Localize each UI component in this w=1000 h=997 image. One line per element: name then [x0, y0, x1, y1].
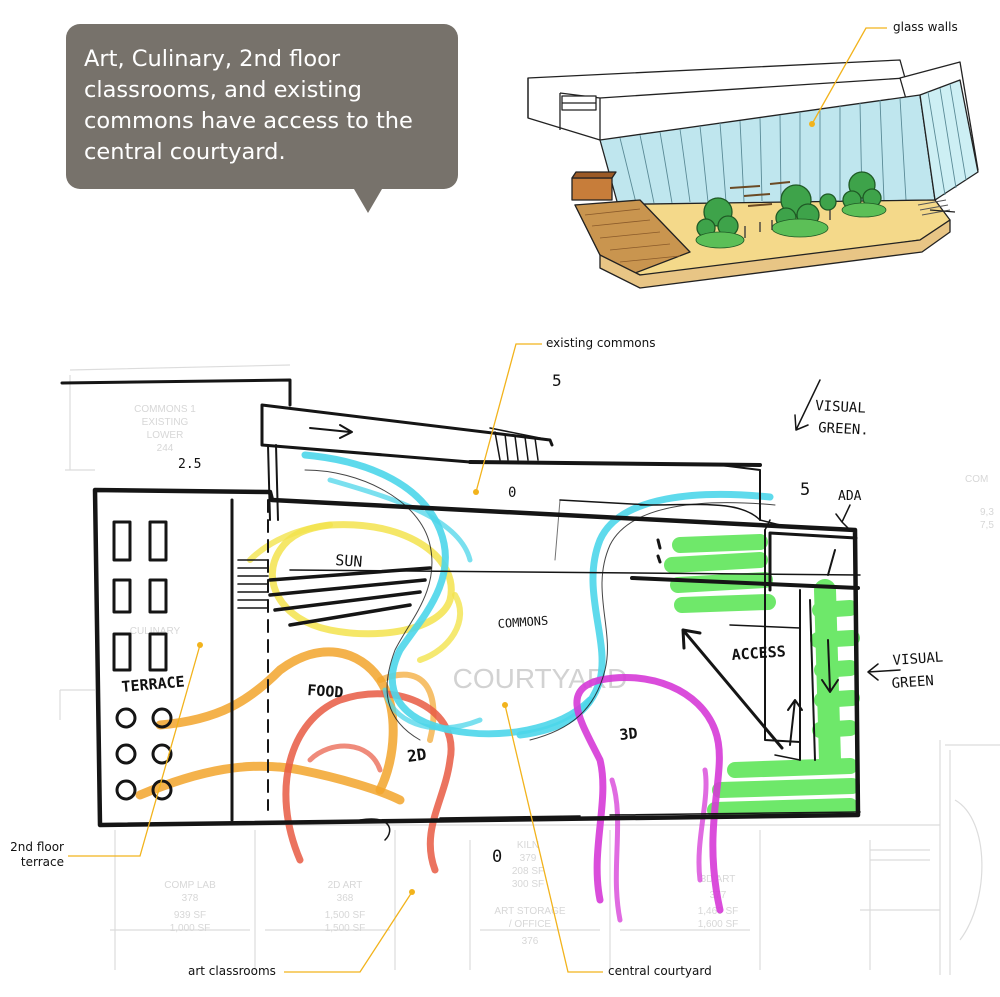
svg-text:244: 244: [157, 443, 174, 454]
svg-text:/ OFFICE: / OFFICE: [509, 919, 552, 930]
svg-text:EXISTING: EXISTING: [142, 417, 189, 428]
handwritten-labels: SUN TERRACE FOOD COMMONS ACCESS 2D 3D VI…: [121, 371, 944, 867]
trees: [696, 171, 882, 238]
svg-text:ART STORAGE: ART STORAGE: [494, 906, 565, 917]
callout-existing-commons: existing commons: [546, 336, 656, 350]
callout-line-glass-walls: [811, 27, 887, 125]
3d-art-loop: [573, 673, 724, 914]
commons-flow-left: [301, 451, 594, 738]
label-commons: COMMONS: [497, 613, 548, 630]
caption-bubble-tail: [354, 189, 382, 213]
callout-lines: [68, 27, 887, 973]
svg-text:2D ART: 2D ART: [328, 880, 363, 891]
courtyard-perspective-sketch: [527, 59, 979, 289]
callout-art-classrooms: art classrooms: [188, 964, 276, 978]
svg-text:7,5: 7,5: [980, 520, 994, 531]
svg-text:CULINARY: CULINARY: [130, 626, 181, 637]
svg-text:9,3: 9,3: [980, 507, 994, 518]
glass-wall-back: [599, 94, 936, 206]
svg-text:0: 0: [492, 847, 502, 867]
svg-text:GREEN.: GREEN.: [818, 420, 869, 439]
terrace-flow-lower: [135, 761, 405, 805]
green-marker-area: [664, 534, 860, 818]
terrace-flow-upper: [155, 647, 398, 795]
svg-text:1,000 SF: 1,000 SF: [170, 923, 211, 934]
label-access: ACCESS: [731, 642, 786, 664]
svg-text:LOWER: LOWER: [147, 430, 184, 441]
marker-loops: [135, 451, 774, 923]
svg-text:5: 5: [552, 371, 562, 390]
sun-zone-loop: [268, 521, 455, 638]
svg-text:939 SF: 939 SF: [174, 910, 206, 921]
svg-text:379: 379: [520, 853, 537, 864]
callout-line-courtyard: [504, 704, 603, 973]
svg-text:KILN: KILN: [517, 840, 539, 851]
svg-text:378: 378: [182, 893, 199, 904]
caption-text: Art, Culinary, 2nd floor classrooms, and…: [84, 46, 413, 165]
svg-text:208 SF: 208 SF: [512, 866, 544, 877]
label-food: FOOD: [307, 681, 344, 701]
ink-building-outline: [60, 378, 901, 841]
svg-text:VISUAL: VISUAL: [892, 650, 944, 669]
svg-text:COMP LAB: COMP LAB: [164, 880, 216, 891]
svg-text:368: 368: [337, 893, 354, 904]
label-sun: SUN: [335, 551, 363, 571]
label-3d: 3D: [619, 724, 639, 744]
2d-art-loop: [282, 690, 455, 874]
callout-dots: [197, 121, 815, 895]
label-2d: 2D: [406, 744, 428, 765]
svg-text:1,500 SF: 1,500 SF: [325, 910, 366, 921]
svg-text:1,500 SF: 1,500 SF: [325, 923, 366, 934]
svg-text:1,600 SF: 1,600 SF: [698, 919, 739, 930]
faint-floor-plan: [59, 364, 1000, 975]
svg-text:VISUAL: VISUAL: [815, 398, 866, 417]
callout-2nd-floor-terrace: 2nd floor terrace: [10, 840, 64, 869]
svg-text:ADA: ADA: [838, 489, 862, 504]
label-terrace: TERRACE: [121, 673, 186, 696]
callout-line-art-classrooms: [284, 891, 413, 973]
svg-text:376: 376: [522, 936, 539, 947]
svg-text:COM: COM: [965, 474, 988, 485]
callout-line-terrace: [68, 644, 201, 857]
faint-room-labels: COMMONS 1 EXISTING LOWER 244 CULINARY CO…: [130, 404, 995, 947]
callout-glass-walls: glass walls: [893, 20, 958, 34]
svg-text:300 SF: 300 SF: [512, 879, 544, 890]
svg-text:COMMONS 1: COMMONS 1: [134, 404, 196, 415]
caption-bubble: Art, Culinary, 2nd floor classrooms, and…: [66, 24, 458, 189]
callout-central-courtyard: central courtyard: [608, 964, 712, 978]
svg-text:GREEN: GREEN: [891, 673, 934, 692]
callout-line-existing-commons: [475, 343, 542, 493]
svg-text:5: 5: [800, 480, 810, 500]
svg-text:2.5: 2.5: [178, 457, 201, 472]
svg-text:0: 0: [508, 485, 516, 501]
